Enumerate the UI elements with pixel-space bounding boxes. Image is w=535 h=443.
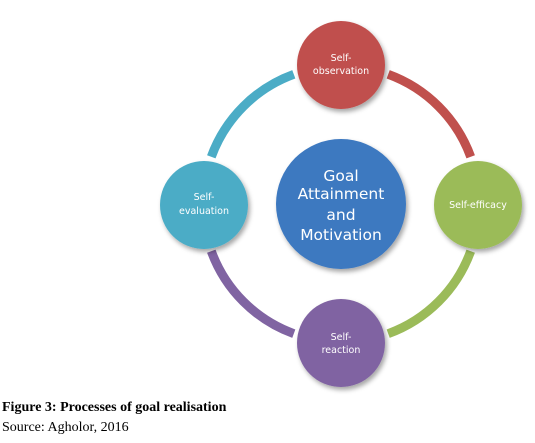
node-self-efficacy-circle <box>434 161 522 249</box>
center-node-label-line-1: Goal <box>323 167 358 185</box>
node-self-reaction: Self- reaction <box>297 299 385 387</box>
node-self-efficacy-label-line-1: Self-efficacy <box>449 200 507 211</box>
center-node-label-line-2: Attainment <box>298 185 385 203</box>
node-self-evaluation: Self- evaluation <box>160 161 248 249</box>
node-self-observation-label-line-1: Self- <box>331 53 352 64</box>
center-node-label-line-3: and <box>326 206 355 224</box>
node-self-reaction-label-line-1: Self- <box>331 332 352 343</box>
connector-arc-efficacy-reaction <box>386 249 475 338</box>
center-node: Goal Attainment and Motivation <box>276 139 406 269</box>
node-self-reaction-label-line-2: reaction <box>322 345 361 356</box>
node-self-evaluation-label-line-2: evaluation <box>179 206 229 217</box>
node-self-efficacy: Self-efficacy <box>434 161 522 249</box>
figure-caption-source: Source: Agholor, 2016 <box>2 420 129 435</box>
connector-arc-evaluation-observation <box>207 70 296 159</box>
node-self-reaction-circle <box>297 299 385 387</box>
connector-arc-reaction-evaluation <box>207 249 296 338</box>
node-self-evaluation-circle <box>160 161 248 249</box>
node-self-observation-label-line-2: observation <box>313 66 369 77</box>
figure-caption-title: Figure 3: Processes of goal realisation <box>2 400 227 415</box>
connector-arc-observation-efficacy <box>386 70 475 159</box>
goal-realisation-diagram: Goal Attainment and Motivation Self- obs… <box>160 21 522 387</box>
connector-arcs <box>207 70 475 338</box>
node-self-observation: Self- observation <box>297 21 385 109</box>
center-node-label-line-4: Motivation <box>300 226 382 244</box>
node-self-evaluation-label-line-1: Self- <box>194 192 215 203</box>
node-self-observation-circle <box>297 21 385 109</box>
center-node-circle <box>276 139 406 269</box>
